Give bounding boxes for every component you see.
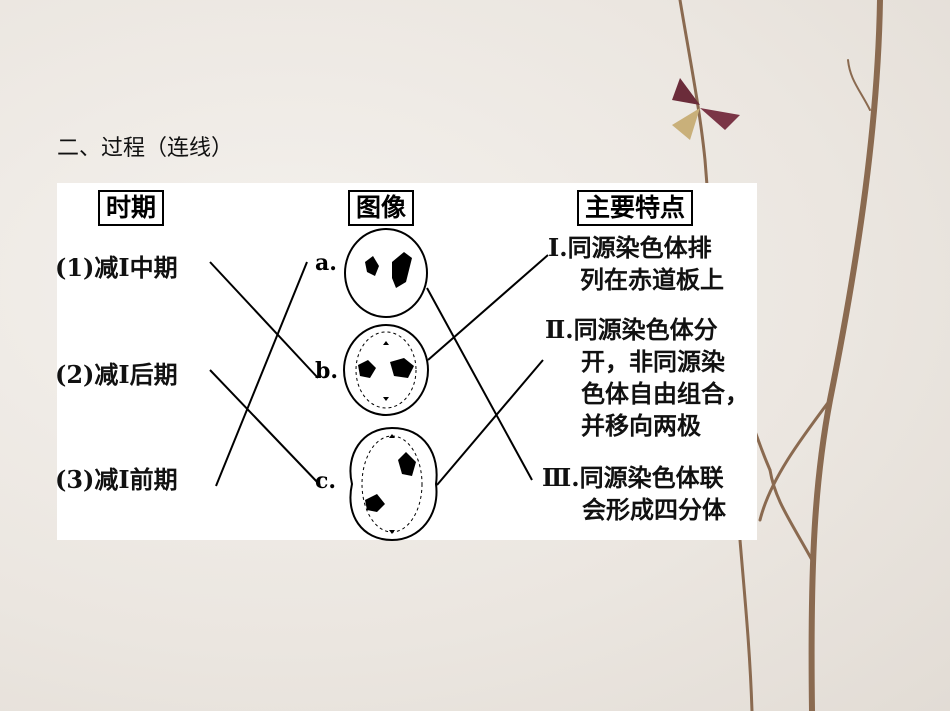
feature-line: 列在赤道板上	[580, 265, 724, 294]
header-period: 时期	[98, 190, 165, 226]
cell-a	[344, 228, 428, 318]
image-label-b: b.	[315, 358, 339, 384]
cell-c	[349, 426, 438, 542]
period-3: (3)减Ⅰ前期	[55, 465, 178, 494]
feature-2: Ⅱ.同源染色体分 开，非同源染 色体自由组合， 并移向两极	[545, 314, 749, 442]
feature-line: 并移向两极	[581, 411, 701, 440]
image-label-a: a.	[315, 250, 337, 276]
chromosomes	[358, 252, 416, 534]
feature-line: 同源染色体分	[573, 315, 718, 344]
feature-3-num: Ⅲ.	[542, 463, 580, 492]
feature-3: Ⅲ.同源染色体联 会形成四分体	[542, 462, 726, 526]
feature-line: 同源染色体联	[579, 463, 724, 492]
period-2: (2)减Ⅰ后期	[55, 360, 178, 389]
feature-line: 色体自由组合，	[581, 379, 749, 408]
feature-line: 会形成四分体	[582, 495, 726, 524]
cell-b	[343, 324, 429, 416]
header-features: 主要特点	[577, 190, 694, 226]
feature-line: 开，非同源染	[581, 347, 725, 376]
feature-line: 同源染色体排	[567, 233, 712, 262]
feature-1: Ⅰ.同源染色体排 列在赤道板上	[548, 232, 724, 296]
header-image: 图像	[348, 190, 415, 226]
connector-lines	[209, 254, 549, 487]
image-label-c: c.	[315, 468, 337, 494]
feature-1-num: Ⅰ.	[548, 233, 568, 262]
feature-2-num: Ⅱ.	[545, 315, 574, 344]
section-heading: 二、过程（连线）	[57, 136, 234, 161]
butterfly-icon	[672, 78, 740, 140]
period-1: (1)减Ⅰ中期	[55, 253, 178, 282]
